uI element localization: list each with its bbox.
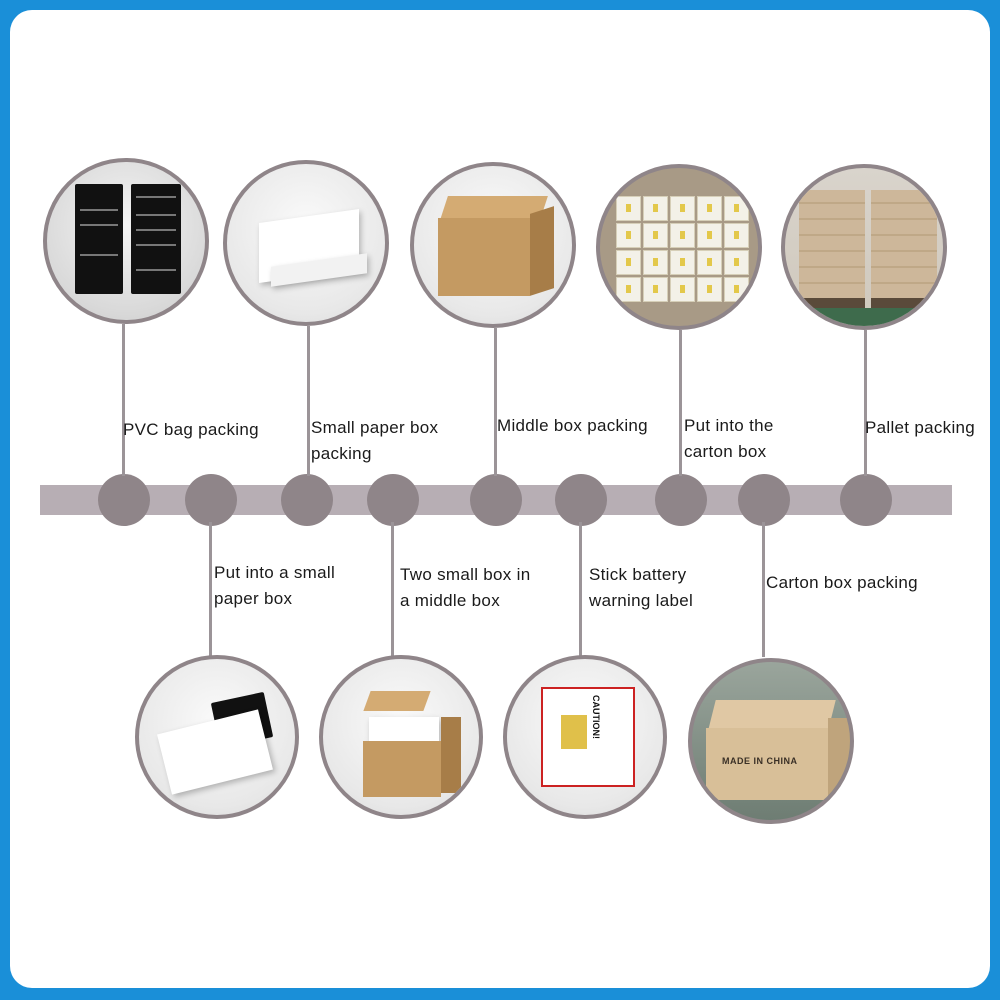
step-label-warning-label: Stick battery warning label xyxy=(589,565,694,610)
step-label-into-small-box: Put into a small paper box xyxy=(214,563,336,608)
timeline-node-1 xyxy=(98,474,150,526)
small-box-cell xyxy=(724,250,749,275)
kraft-box-side-2 xyxy=(441,717,461,793)
battery-front-image xyxy=(131,184,181,294)
timeline-node-2 xyxy=(185,474,237,526)
step-label-carton-packing: Carton box packing xyxy=(766,573,918,592)
timeline-node-8 xyxy=(738,474,790,526)
photo-two-small-box xyxy=(319,655,483,819)
stem-top-1 xyxy=(122,324,125,476)
small-box-cell xyxy=(724,223,749,248)
warning-label-card: CAUTION! xyxy=(541,687,635,787)
small-box-cell xyxy=(616,196,641,221)
small-box-cell xyxy=(670,250,695,275)
stem-top-4 xyxy=(679,330,682,476)
stem-top-5 xyxy=(864,330,867,476)
stem-top-2 xyxy=(307,326,310,476)
stem-bottom-4 xyxy=(762,522,765,657)
timeline-node-9 xyxy=(840,474,892,526)
stem-top-3 xyxy=(494,328,497,476)
photo-small-paper-box xyxy=(223,160,389,326)
small-box-cell xyxy=(697,250,722,275)
kraft-box-front xyxy=(438,218,530,296)
timeline-node-6 xyxy=(555,474,607,526)
step-label-small-paper-box: Small paper box packing xyxy=(311,418,439,463)
carton-side xyxy=(828,718,850,798)
small-box-cell xyxy=(616,250,641,275)
photo-warning-label: CAUTION! xyxy=(503,655,667,819)
timeline-node-5 xyxy=(470,474,522,526)
timeline-node-3 xyxy=(281,474,333,526)
timeline-node-7 xyxy=(655,474,707,526)
carton-top xyxy=(708,700,836,730)
small-box-cell xyxy=(670,277,695,302)
photo-pallet xyxy=(781,164,947,330)
kraft-box-side xyxy=(530,206,554,296)
stem-bottom-3 xyxy=(579,522,582,657)
small-box-cell xyxy=(616,277,641,302)
photo-pvc-bag xyxy=(43,158,209,324)
small-box-cell xyxy=(697,196,722,221)
step-label-pallet: Pallet packing xyxy=(865,418,976,437)
pallet-stack-left xyxy=(799,190,865,298)
small-box-cell xyxy=(643,223,668,248)
small-box-cell xyxy=(670,223,695,248)
photo-carton-packing: MADE IN CHINA xyxy=(688,658,854,824)
caution-text: CAUTION! xyxy=(591,695,601,739)
carton-front: MADE IN CHINA xyxy=(706,728,828,800)
photo-into-small-box xyxy=(135,655,299,819)
battery-back-image xyxy=(75,184,123,294)
step-label-two-small-box: Two small box in a middle box xyxy=(400,565,531,610)
stem-bottom-2 xyxy=(391,522,394,657)
small-box-cell xyxy=(724,277,749,302)
made-in-text: MADE IN CHINA xyxy=(722,756,798,766)
small-box-cell xyxy=(697,277,722,302)
white-box-inside xyxy=(369,717,439,743)
small-box-cell xyxy=(670,196,695,221)
small-box-cell xyxy=(697,223,722,248)
floor xyxy=(785,308,943,326)
white-box-image-2 xyxy=(157,709,273,795)
pallet-base-right xyxy=(871,298,937,308)
small-box-cell xyxy=(643,196,668,221)
small-box-cell xyxy=(724,196,749,221)
pallet-base-left xyxy=(799,298,865,308)
small-box-cell xyxy=(643,250,668,275)
small-box-cell xyxy=(643,277,668,302)
photo-middle-box xyxy=(410,162,576,328)
step-label-pvc-bag: PVC bag packing xyxy=(123,420,259,439)
battery-hazard-icon xyxy=(561,715,587,749)
kraft-flap xyxy=(363,691,431,711)
stem-bottom-1 xyxy=(209,522,212,657)
pallet-stack-right xyxy=(871,190,937,298)
step-label-carton-box: Put into the carton box xyxy=(684,416,774,461)
small-box-cell xyxy=(616,223,641,248)
photo-carton-fill xyxy=(596,164,762,330)
timeline-node-4 xyxy=(367,474,419,526)
kraft-box-front-2 xyxy=(363,741,441,797)
diagram-frame: PVC bag packing Small paper box packing … xyxy=(10,10,990,988)
step-label-middle-box: Middle box packing xyxy=(497,416,648,435)
